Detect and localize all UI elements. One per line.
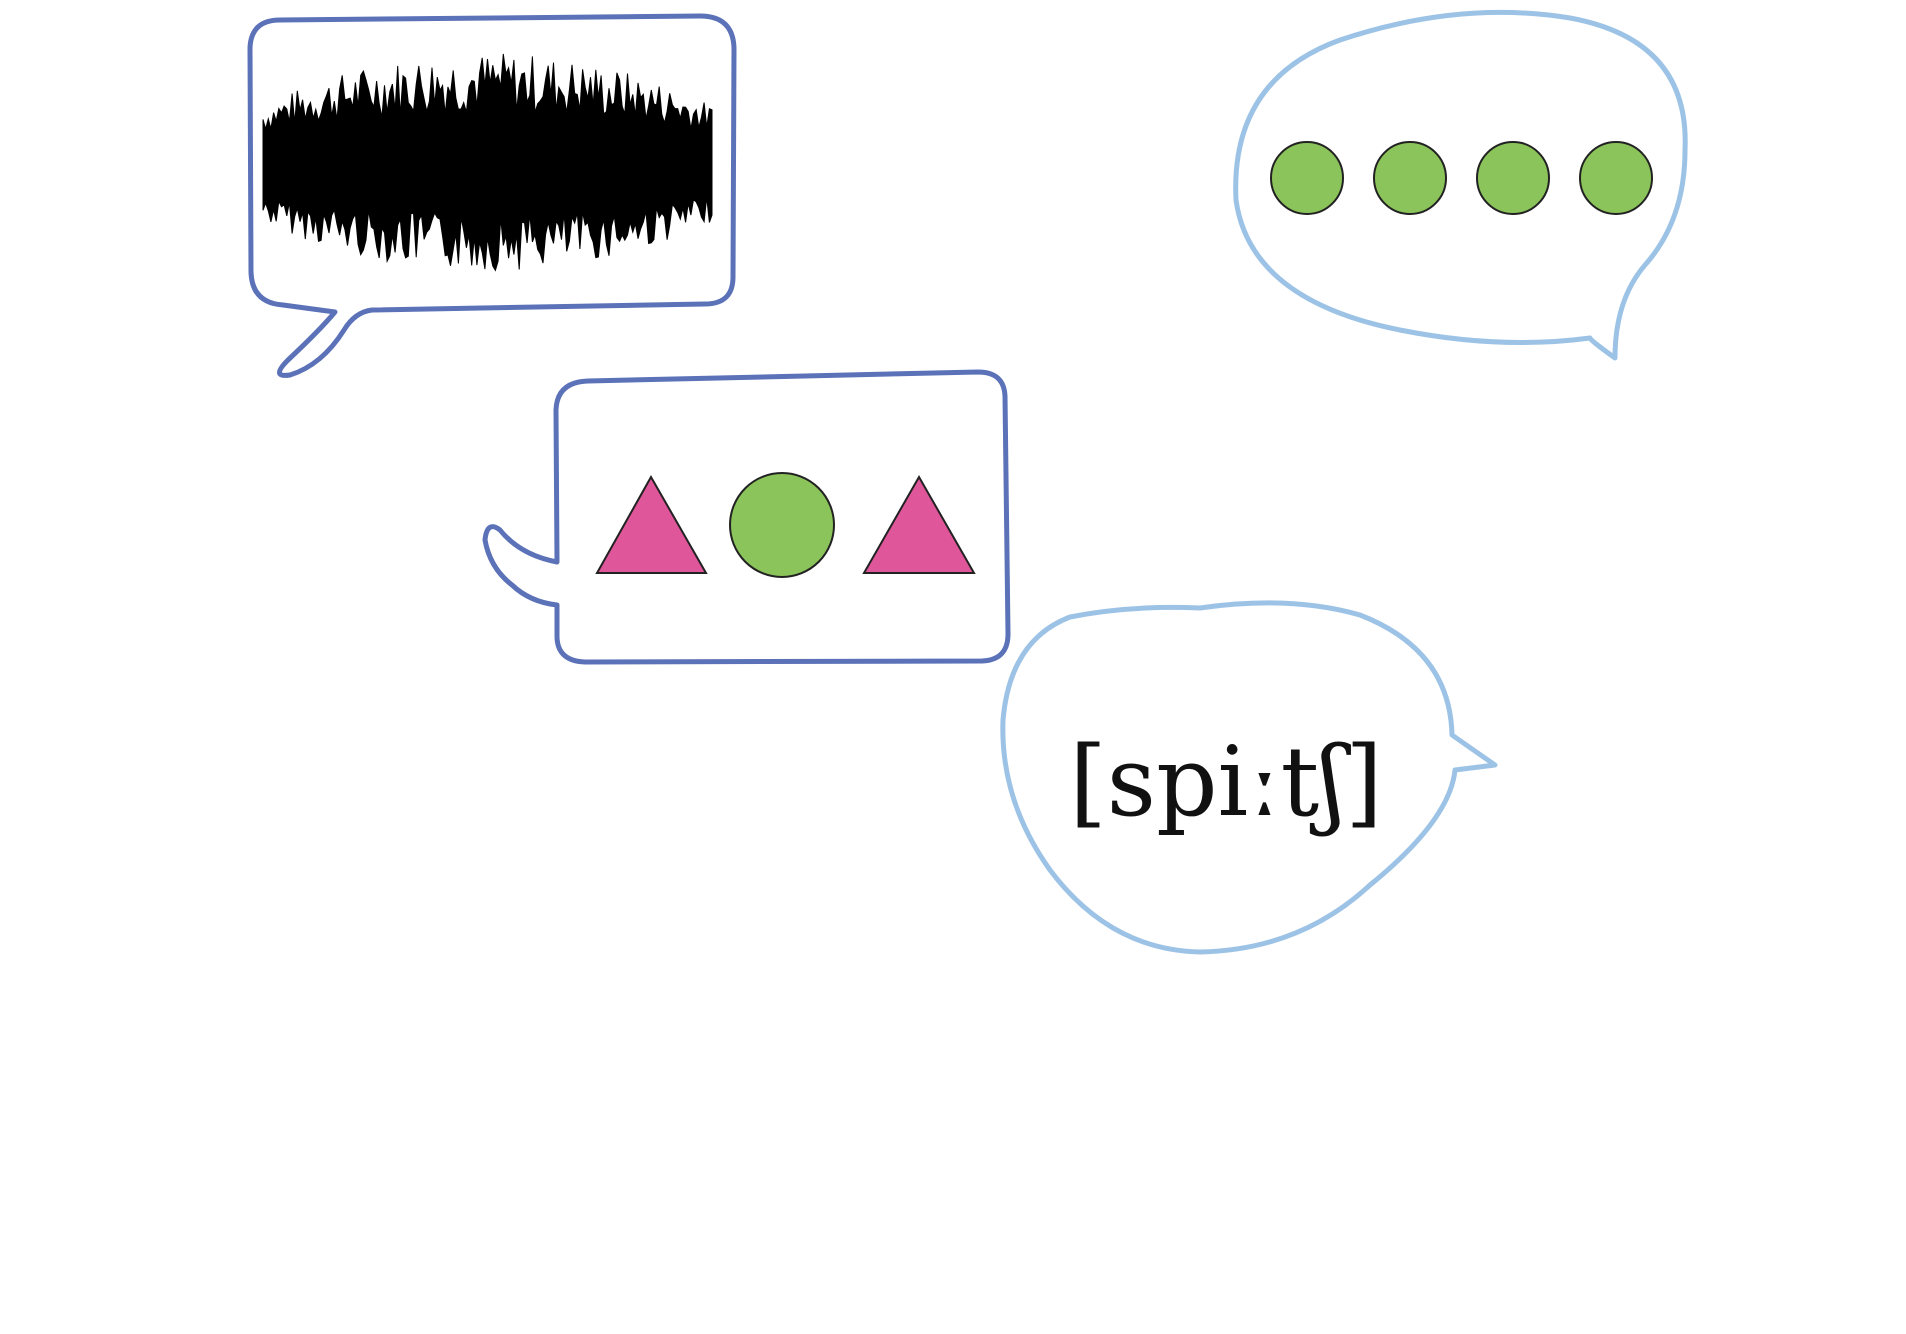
listener-torso — [1689, 584, 1698, 990]
meaning-bubble-outline — [482, 369, 1011, 665]
green-dot — [1373, 141, 1447, 215]
green-dot — [1270, 141, 1344, 215]
speaker-pointing-arm — [182, 714, 520, 735]
sound-waveform — [262, 53, 713, 272]
dots-row — [1270, 141, 1653, 215]
speaker-hip-arm — [16, 735, 185, 960]
ipa-transcription: [spiːtʃ] — [1069, 726, 1382, 838]
listener-left-leg — [1560, 990, 1698, 1320]
listener-figure — [1510, 374, 1872, 1320]
speaker-figure — [16, 396, 520, 1320]
transcription-speech-bubble: [spiːtʃ] — [1000, 600, 1498, 955]
triangle-shape-2 — [862, 474, 976, 574]
speaker-left-leg — [18, 995, 188, 1320]
circle-shape — [729, 472, 835, 578]
triangle-shape-1 — [595, 474, 708, 574]
transcription-bubble-outline — [1000, 600, 1498, 955]
green-dot — [1579, 141, 1653, 215]
dots-speech-bubble — [1233, 9, 1688, 361]
listener-right-leg — [1698, 990, 1866, 1320]
waveform-speech-bubble — [247, 13, 737, 378]
speaker-torso — [179, 600, 188, 995]
waveform-shape — [262, 53, 713, 272]
listener-arms — [1510, 560, 1872, 717]
speaker-right-leg — [188, 995, 352, 1319]
listener-head — [1578, 374, 1798, 582]
dots-bubble-outline — [1233, 9, 1688, 361]
meaning-speech-bubble — [482, 369, 1011, 665]
speaker-head — [72, 396, 284, 598]
green-dot — [1476, 141, 1550, 215]
waveform-bubble-outline — [247, 13, 737, 378]
